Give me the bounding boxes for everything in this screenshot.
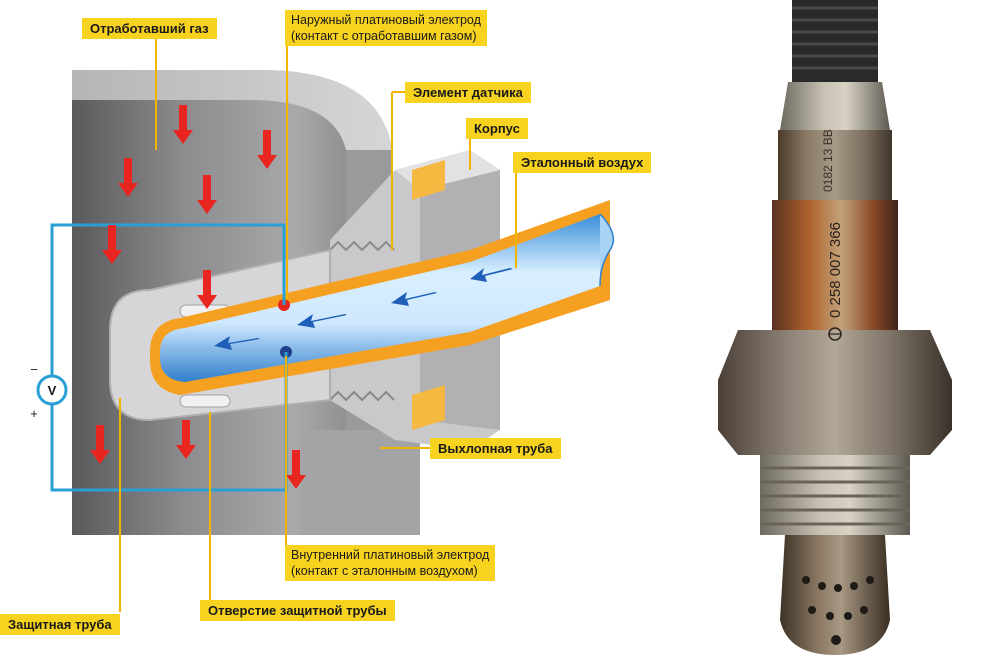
air-arrow-icon [470,268,513,282]
label-outer-electrode-line1: Наружный платиновый электрод [291,13,481,27]
sensor-element-shape [150,200,615,395]
sensor-photo: 0182 13 BB 0 258 007 366 [718,0,952,655]
voltmeter-minus: − [30,362,38,377]
label-protective-tube: Защитная труба [0,614,120,635]
air-arrows [214,268,513,350]
exhaust-arrow-icon [173,105,193,144]
label-inner-electrode-line1: Внутренний платиновый электрод [291,548,490,562]
upper-code: 0182 13 BB [821,129,835,192]
label-outer-electrode: Наружный платиновый электрод (контакт с … [285,10,487,46]
label-housing: Корпус [466,118,528,139]
exhaust-arrow-icon [197,270,217,309]
exhaust-arrow-icon [286,450,306,489]
label-outer-electrode-line2: (контакт с отработавшим газом) [291,29,477,43]
voltmeter-plus: + [30,406,38,421]
exhaust-arrow-icon [118,158,138,197]
label-exhaust-pipe: Выхлопная труба [430,438,561,459]
exhaust-arrow-icon [257,130,277,169]
air-arrow-icon [297,314,347,328]
air-arrow-icon [391,292,437,306]
label-protective-tube-hole: Отверстие защитной трубы [200,600,395,621]
label-sensor-element: Элемент датчика [405,82,531,103]
exhaust-arrow-icon [197,175,217,214]
exhaust-arrow-icon [176,420,196,459]
part-number: 0 258 007 366 [827,222,844,318]
label-inner-electrode: Внутренний платиновый электрод (контакт … [285,545,496,581]
label-reference-air: Эталонный воздух [513,152,652,173]
exhaust-arrow-icon [102,225,122,264]
exhaust-arrow-icon [90,425,110,464]
label-inner-electrode-line2: (контакт с эталонным воздухом) [291,564,478,578]
exhaust-arrows [90,105,306,489]
air-arrow-icon [214,336,260,350]
label-exhaust-gas: Отработавший газ [82,18,217,39]
voltmeter-symbol: V [48,383,57,398]
voltmeter-icon [36,374,68,406]
leader-lines [119,30,517,612]
